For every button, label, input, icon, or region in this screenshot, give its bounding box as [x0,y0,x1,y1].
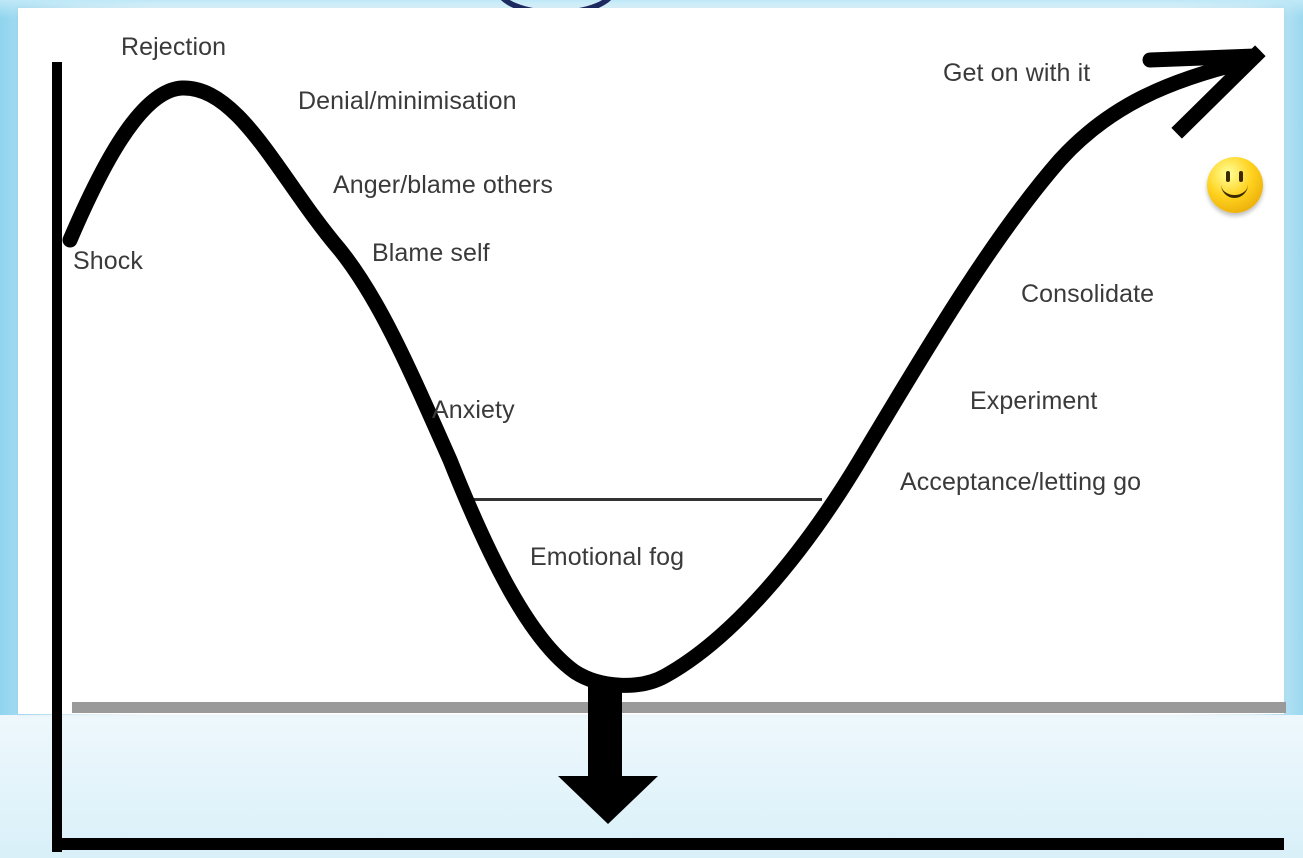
stage-anxiety-label: Anxiety [432,396,515,424]
smiley-face-icon [1207,157,1263,213]
diagram-paper [18,8,1284,714]
stage-consolidate-label: Consolidate [1021,280,1155,308]
stage-acceptance-label: Acceptance/letting go [900,468,1142,496]
stage-shock-label: Shock [73,247,143,275]
stage-emotional-fog-label: Emotional fog [530,543,685,571]
change-curve [62,54,1253,693]
arrow-down-icon [558,684,658,824]
stage-anger-label: Anger/blame others [333,171,553,199]
smiley-left-eye [1226,171,1230,182]
arrow-up-right-icon [1142,45,1266,139]
baseline [72,702,1286,713]
stage-blame-self-label: Blame self [372,239,490,267]
y-axis [52,62,62,852]
stage-rejection-label: Rejection [121,33,227,61]
page-bottom-band [0,715,1303,858]
stage-experiment-label: Experiment [970,387,1098,415]
smiley-mouth [1221,179,1248,198]
emotional-fog-line [460,498,822,501]
x-axis [52,838,1284,850]
stage-denial-label: Denial/minimisation [298,87,517,115]
smiley-right-eye [1239,171,1243,182]
stage-get-on-label: Get on with it [943,59,1091,87]
